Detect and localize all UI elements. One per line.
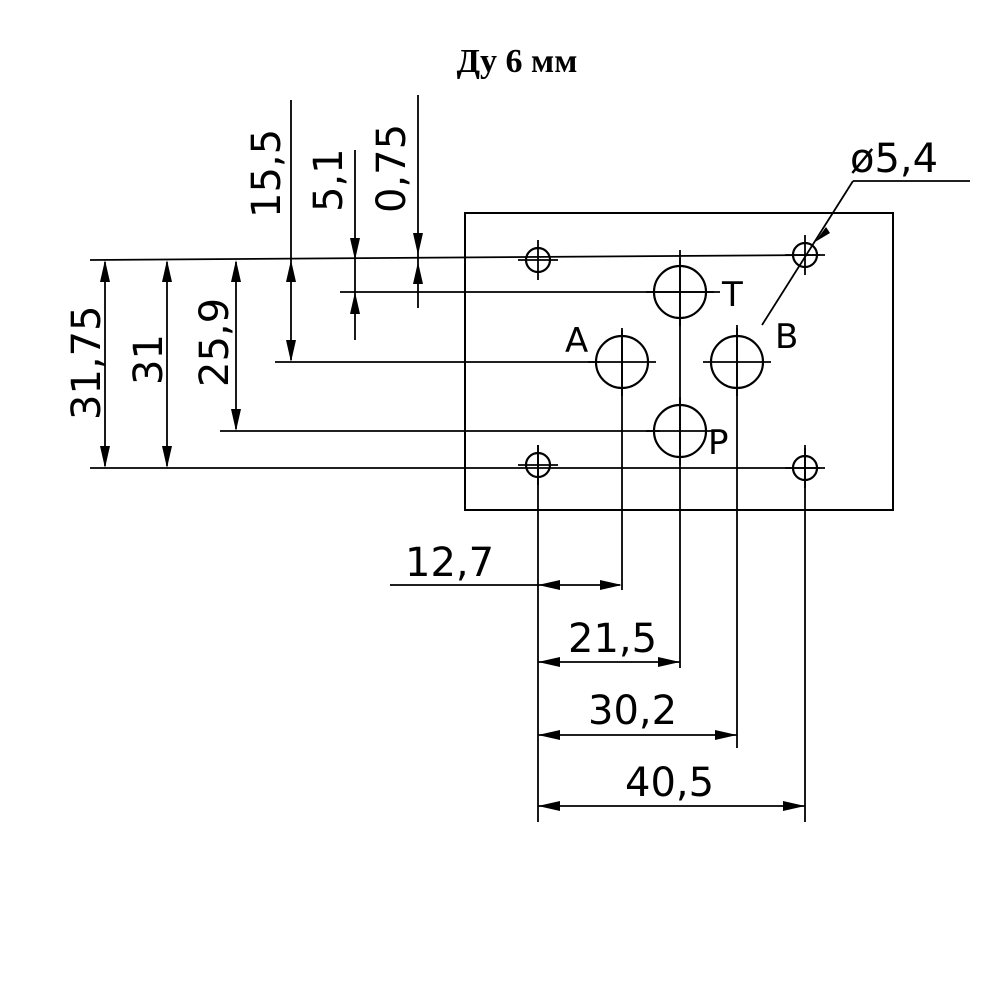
dim-label-31-75: 31,75 [64, 305, 110, 420]
hole-diameter-leader [761, 180, 970, 326]
port-label-b: B [775, 317, 798, 357]
port-t [646, 258, 714, 326]
dim-label-12-7: 12,7 [405, 540, 494, 586]
dim-line-30-2 [538, 730, 737, 740]
mounting-hole-bottom-right [785, 448, 825, 488]
dim-line-40-5 [538, 801, 805, 811]
dim-line-31-75 [100, 260, 110, 468]
dim-label-21-5: 21,5 [568, 616, 657, 662]
port-p [646, 397, 714, 465]
dim-label-0-75: 0,75 [369, 124, 415, 213]
dim-line-31 [162, 260, 172, 468]
dim-line-12-7 [390, 580, 622, 590]
dim-label-15-5: 15,5 [244, 129, 290, 218]
extension-line-top-holes [89, 254, 821, 261]
mounting-hole-top-right [785, 235, 825, 275]
hole-diameter-label: ø5,4 [850, 136, 938, 182]
dim-line-25-9 [231, 260, 241, 431]
dim-label-40-5: 40,5 [625, 760, 714, 806]
port-label-a: A [565, 321, 588, 361]
mounting-hole-bottom-left [518, 445, 558, 485]
mounting-hole-top-left [518, 240, 558, 280]
dim-line-0-75 [413, 95, 423, 308]
dim-label-5-1: 5,1 [306, 148, 352, 212]
dim-line-21-5 [538, 657, 680, 667]
port-a [588, 328, 656, 396]
dim-label-31: 31 [126, 334, 172, 385]
dim-label-30-2: 30,2 [588, 688, 677, 734]
dim-line-15-5 [286, 100, 296, 362]
port-label-p: P [708, 423, 729, 463]
port-label-t: T [721, 275, 743, 315]
port-b [703, 328, 771, 396]
dim-label-25-9: 25,9 [192, 298, 238, 387]
dim-line-5-1 [350, 150, 360, 340]
diagram-title: Ду 6 мм [457, 43, 578, 80]
